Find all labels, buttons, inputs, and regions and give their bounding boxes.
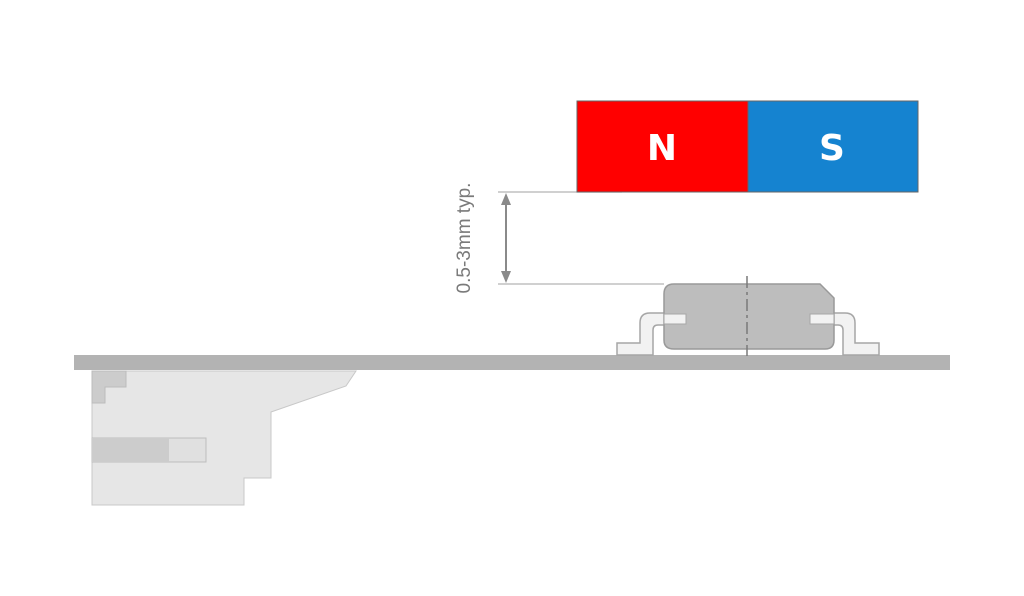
arrow-head-up xyxy=(501,193,511,205)
sensor-lead-stub-left xyxy=(663,313,687,325)
connector-housing xyxy=(91,370,357,506)
dimension-arrow xyxy=(501,193,511,283)
magnet-south-pole xyxy=(747,100,919,193)
south-pole-label: S xyxy=(819,128,845,169)
sensor-lead-stub-right xyxy=(809,313,835,325)
connector-latch xyxy=(91,370,127,404)
connector-body xyxy=(91,370,357,506)
connector-pin-inner xyxy=(92,438,169,462)
pcb-board xyxy=(74,355,950,370)
sensor-package xyxy=(663,283,835,350)
magnet-north-pole xyxy=(576,100,749,193)
north-pole-label: N xyxy=(647,128,677,169)
bar-magnet: N S xyxy=(576,100,919,193)
gap-dimension-label: 0.5-3mm typ. xyxy=(454,183,475,294)
arrow-head-down xyxy=(501,271,511,283)
